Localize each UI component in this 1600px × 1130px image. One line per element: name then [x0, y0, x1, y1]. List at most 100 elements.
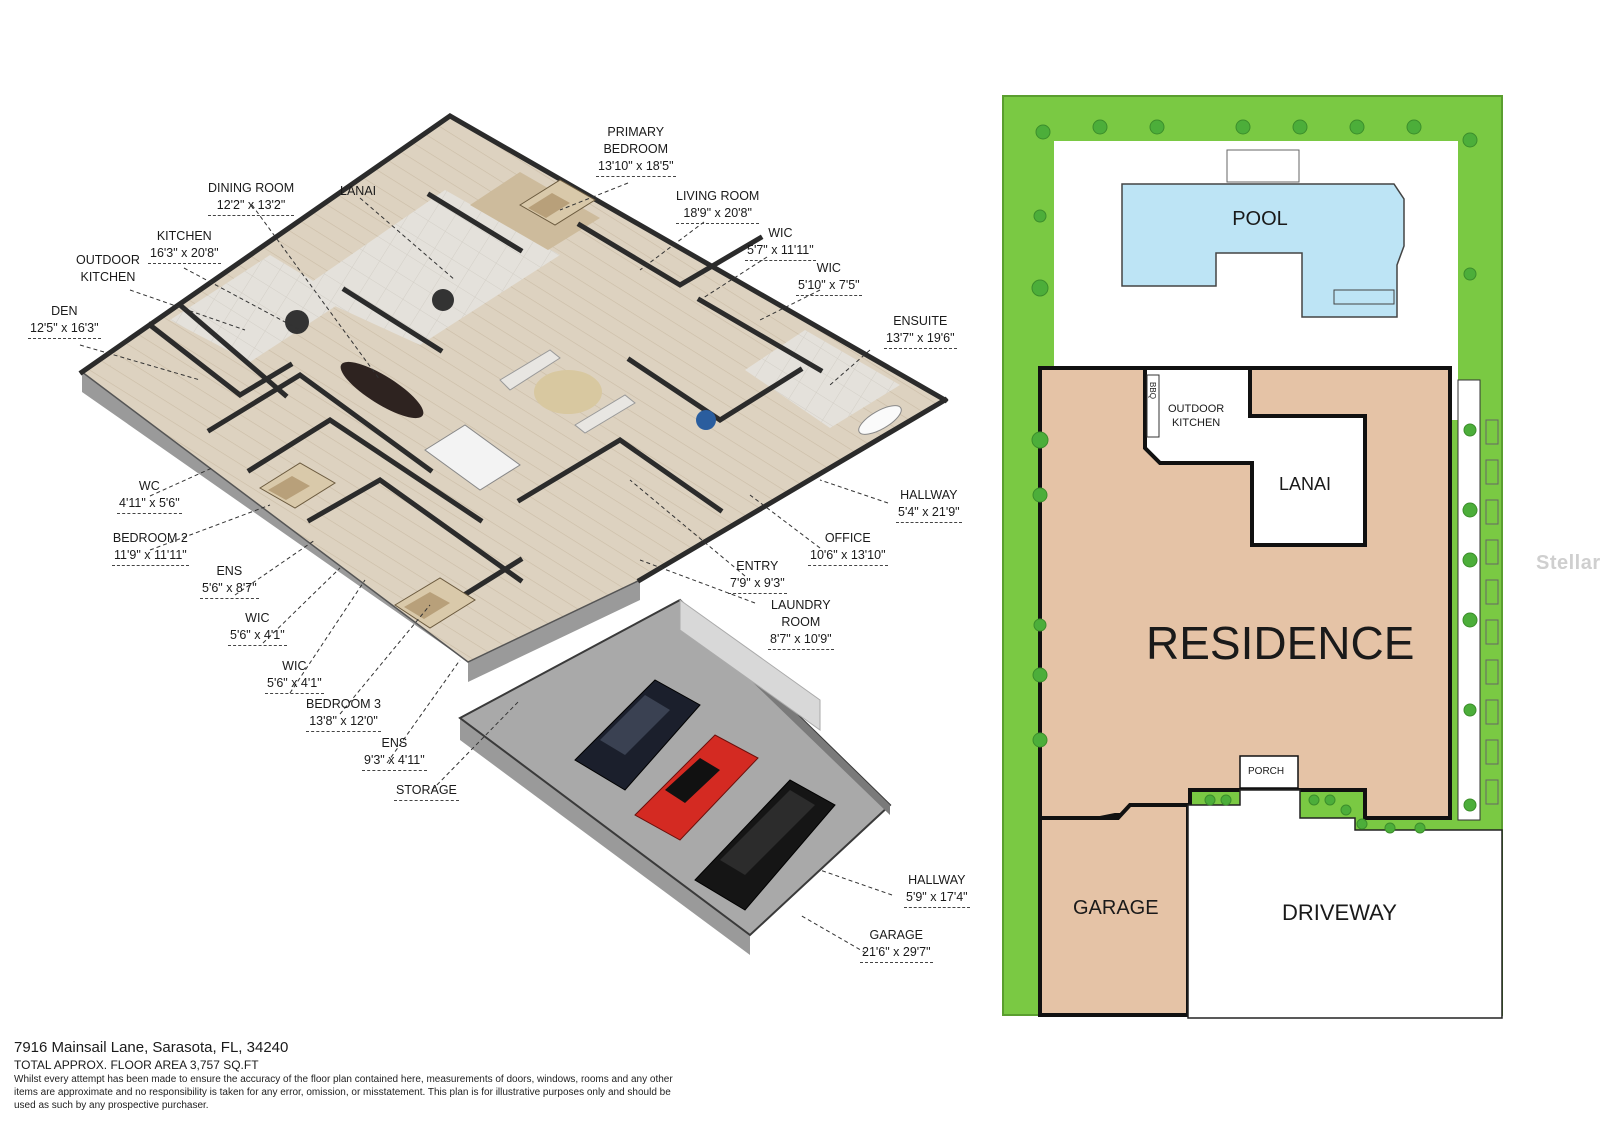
site-driveway-label: DRIVEWAY [1282, 900, 1397, 925]
room-name: WC [138, 479, 160, 493]
room-dims: 16'3" x 20'8" [148, 245, 221, 264]
floor-area: TOTAL APPROX. FLOOR AREA 3,757 SQ.FT [14, 1058, 259, 1072]
lanai-area [1143, 366, 1367, 547]
room-dims: 12'5" x 16'3" [28, 320, 101, 339]
label-office: OFFICE 10'6" x 13'10" [808, 530, 888, 566]
bed-2 [259, 462, 336, 509]
porch [1239, 755, 1299, 789]
site-outdoor-kitchen-label: OUTDOOR KITCHEN [1168, 403, 1225, 429]
label-wic-4: WIC 5'6" x 4'1" [265, 658, 324, 694]
side-walkway [1457, 379, 1481, 821]
room-name: ENTRY [736, 559, 779, 573]
room-dims: 5'6" x 8'7" [200, 580, 259, 599]
room-name: BEDROOM 3 [306, 697, 382, 711]
living-rug [534, 370, 602, 414]
label-wic-3: WIC 5'6" x 4'1" [228, 610, 287, 646]
pool [1121, 183, 1405, 318]
sofa-1 [499, 349, 561, 391]
driveway [1187, 789, 1503, 1019]
room-dims: 7'9" x 9'3" [728, 575, 787, 594]
side-pavers [1485, 419, 1499, 805]
room-name: OUTDOOR KITCHEN [76, 253, 140, 284]
room-dims: 18'9" x 20'8" [676, 205, 760, 224]
room-name: PRIMARY BEDROOM [603, 125, 669, 156]
label-dining-room: DINING ROOM 12'2" x 13'2" [208, 180, 295, 216]
room-dims: 4'11" x 5'6" [117, 495, 182, 514]
address: 7916 Mainsail Lane, Sarasota, FL, 34240 [14, 1039, 289, 1056]
pool-spa [1226, 149, 1300, 183]
label-outdoor-kitchen: OUTDOOR KITCHEN [76, 252, 140, 286]
label-ens-1: ENS 5'6" x 8'7" [200, 563, 259, 599]
car-red [634, 734, 759, 841]
outdoor-table [285, 310, 309, 334]
site-garage-label: GARAGE [1073, 897, 1159, 919]
room-name: STORAGE [394, 782, 459, 801]
bed-primary [519, 179, 596, 226]
label-bedroom-2: BEDROOM 2 11'9" x 11'11" [112, 530, 189, 566]
car-black-suv [694, 779, 836, 911]
room-name: LAUNDRY ROOM [771, 598, 831, 629]
label-garage: GARAGE 21'6" x 29'7" [860, 927, 933, 963]
office-chair [696, 410, 716, 430]
room-name: WIC [282, 659, 307, 673]
room-dims: 5'6" x 4'1" [265, 675, 324, 694]
isometric-floor-plan [78, 113, 949, 955]
watermark: StellarMLS [1536, 552, 1600, 574]
label-ensuite: ENSUITE 13'7" x 19'6" [884, 313, 957, 349]
sofa-2 [574, 394, 636, 434]
room-name: ENS [216, 564, 243, 578]
room-name: HALLWAY [908, 873, 966, 887]
room-name: BEDROOM 2 [112, 531, 188, 545]
site-porch-label: PORCH [1248, 766, 1285, 777]
site-pool-label: POOL [1232, 208, 1288, 230]
label-den: DEN 12'5" x 16'3" [28, 303, 101, 339]
label-laundry-room: LAUNDRY ROOM 8'7" x 10'9" [768, 597, 834, 650]
label-kitchen: KITCHEN 16'3" x 20'8" [148, 228, 221, 264]
garage-side-wall [460, 718, 750, 955]
room-dims: 5'4" x 21'9" [896, 504, 962, 523]
room-name: LIVING ROOM [676, 189, 760, 203]
label-lanai: LANAI [340, 183, 376, 200]
garage-fence [679, 599, 821, 731]
kitchen-island [424, 424, 521, 491]
label-bedroom-3: BEDROOM 3 13'8" x 12'0" [306, 696, 382, 732]
label-primary-bedroom: PRIMARY BEDROOM 13'10" x 18'5" [596, 124, 676, 177]
room-dims: 5'10" x 7'5" [796, 277, 862, 296]
label-wc: WC 4'11" x 5'6" [117, 478, 182, 514]
room-name: ENSUITE [893, 314, 948, 328]
room-dims: 10'6" x 13'10" [808, 547, 888, 566]
room-name: WIC [245, 611, 270, 625]
room-name: DEN [51, 304, 78, 318]
room-dims: 21'6" x 29'7" [860, 944, 933, 963]
room-name: ENS [381, 736, 408, 750]
lanai-floor [300, 190, 560, 345]
room-name: WIC [816, 261, 841, 275]
shrubs [1031, 119, 1478, 834]
ensuite-floor [745, 330, 900, 428]
room-name: GARAGE [869, 928, 924, 942]
room-name: DINING ROOM [208, 181, 295, 195]
room-dims: 5'6" x 4'1" [228, 627, 287, 646]
room-dims: 12'2" x 13'2" [208, 197, 295, 216]
room-dims: 5'7" x 11'11" [745, 242, 816, 261]
label-wic-2: WIC 5'10" x 7'5" [796, 260, 862, 296]
leader-lines [79, 182, 893, 954]
room-name: OFFICE [824, 531, 871, 545]
label-ens-2: ENS 9'3" x 4'11" [362, 735, 427, 771]
label-entry: ENTRY 7'9" x 9'3" [728, 558, 787, 594]
label-storage: STORAGE [394, 782, 459, 801]
room-dims: 13'10" x 18'5" [596, 158, 676, 177]
lanai-table [432, 289, 454, 311]
room-name: KITCHEN [156, 229, 212, 243]
pool-steps [1333, 289, 1395, 305]
disclaimer: Whilst every attempt has been made to en… [14, 1074, 673, 1111]
bbq-counter [1146, 374, 1160, 438]
site-lanai-label: LANAI [1279, 474, 1332, 494]
room-dims: 13'7" x 19'6" [884, 330, 957, 349]
bathtub [858, 405, 902, 435]
bed-3 [394, 577, 476, 629]
label-living-room: LIVING ROOM 18'9" x 20'8" [676, 188, 760, 224]
site-bbq-label: BBQ [1147, 382, 1157, 399]
